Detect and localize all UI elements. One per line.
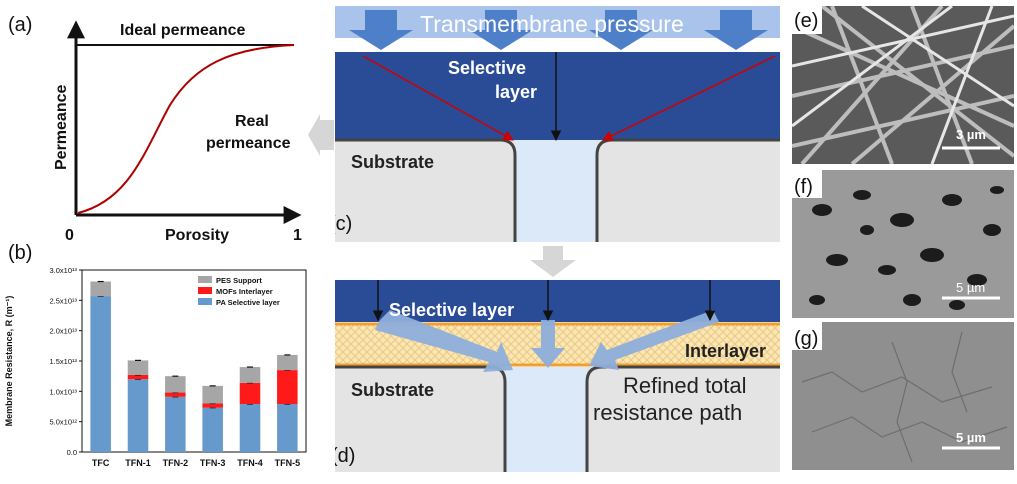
panel-a-permeance-plot: Ideal permeance Real permeance Permeance…	[53, 20, 302, 244]
bar-segment	[277, 404, 298, 452]
bar-segment	[277, 354, 298, 371]
bar-segment	[239, 404, 261, 452]
x-tick-label: TFN-4	[237, 458, 263, 468]
permeance-axis-label: Permeance	[53, 85, 70, 170]
legend-swatch	[198, 298, 212, 305]
down-gray-arrow	[530, 246, 576, 277]
bar-segment	[127, 379, 149, 452]
legend-label: PA Selective layer	[216, 298, 280, 307]
legend-label: PES Support	[216, 276, 262, 285]
pore-channel-d	[505, 367, 587, 472]
bar-segment	[90, 296, 111, 452]
bar-segment	[165, 376, 186, 393]
panel-c-diagram: Transmembrane pressure Selective layer S…	[335, 6, 780, 242]
x-tick-1: 1	[293, 227, 302, 244]
x-tick-label: TFC	[92, 458, 110, 468]
bar-segment	[202, 407, 223, 452]
refined-label-2: resistance path	[593, 400, 742, 425]
bar-segment	[277, 370, 298, 405]
x-tick-label: TFN-1	[125, 458, 151, 468]
left-gray-arrow	[308, 114, 334, 156]
selective-layer-label-d: Selective layer	[389, 300, 514, 320]
panel-b-label: (b)	[8, 242, 33, 264]
red-arrow-left	[362, 55, 514, 141]
panel-c-label: (c)	[335, 213, 352, 235]
legend-swatch	[198, 287, 212, 294]
legend-label: MOFs Interlayer	[216, 287, 273, 296]
panel-d-diagram: Selective layer Interlayer Substrate Ref…	[335, 280, 780, 472]
real-permeance-label-2: permeance	[206, 135, 291, 152]
bar-segment	[202, 403, 223, 408]
panel-g-label: (g)	[794, 328, 819, 350]
ideal-permeance-label: Ideal permeance	[120, 22, 246, 39]
y-tick-label: 2.5x10¹³	[49, 296, 77, 305]
scale-bar-g-label: 5 µm	[956, 430, 986, 445]
bar-segment	[239, 382, 261, 405]
panel-e-label: (e)	[794, 10, 819, 32]
interlayer-label: Interlayer	[685, 341, 766, 361]
x-tick-label: TFN-2	[163, 458, 189, 468]
y-tick-label: 5.0x10¹²	[49, 418, 77, 427]
scale-bar-e-label: 3 µm	[956, 127, 986, 142]
y-tick-label: 1.5x10¹³	[49, 357, 77, 366]
selective-layer-label-1: Selective	[448, 58, 526, 78]
red-arrow-right	[602, 55, 776, 141]
scale-bar-f-label: 5 µm	[956, 280, 986, 295]
substrate-label-c: Substrate	[351, 152, 434, 172]
bar-segment	[165, 392, 186, 397]
real-permeance-curve	[77, 44, 295, 214]
x-tick-label: TFN-5	[275, 458, 301, 468]
bar-segment	[202, 385, 223, 404]
sem-image-g	[792, 322, 1014, 470]
y-axis-label: Membrane Resistance, R (m⁻¹)	[4, 296, 14, 427]
bar-segment	[239, 367, 261, 383]
transmembrane-pressure-label: Transmembrane pressure	[420, 11, 684, 37]
legend-swatch	[198, 276, 212, 283]
pressure-arrows	[349, 10, 768, 50]
real-permeance-label-1: Real	[235, 113, 269, 130]
panel-f-label: (f)	[794, 176, 813, 198]
refined-label-1: Refined total	[623, 373, 747, 398]
sem-image-e	[792, 6, 1014, 164]
y-tick-label: 2.0x10¹³	[49, 327, 77, 336]
y-tick-label: 0.0	[67, 448, 77, 457]
selective-layer-label-2: layer	[495, 82, 537, 102]
selective-layer-block	[335, 52, 780, 140]
sem-image-f	[792, 170, 1014, 318]
y-tick-label: 1.0x10¹³	[49, 387, 77, 396]
porosity-axis-label: Porosity	[165, 227, 229, 244]
y-tick-label: 3.0x10¹³	[49, 266, 77, 275]
pore-channel	[515, 140, 597, 242]
pressure-band	[335, 6, 780, 38]
x-tick-label: TFN-3	[200, 458, 226, 468]
panel-b-resistance-chart: 0.0 5.0x10¹² 1.0x10¹³ 1.5x10¹³ 2.0x10¹³ 2.5x1…	[4, 266, 307, 468]
bar-segment	[165, 396, 186, 452]
bar-segment	[127, 360, 149, 375]
x-tick-0: 0	[65, 227, 74, 244]
bar-segment	[127, 374, 149, 380]
blue-flow-arrows	[375, 310, 719, 372]
substrate-label-d: Substrate	[351, 380, 434, 400]
panel-d-label: (d)	[335, 445, 355, 467]
panel-a-label: (a)	[8, 14, 33, 36]
substrate-outline-left	[335, 138, 517, 242]
bar-segment	[90, 281, 111, 297]
